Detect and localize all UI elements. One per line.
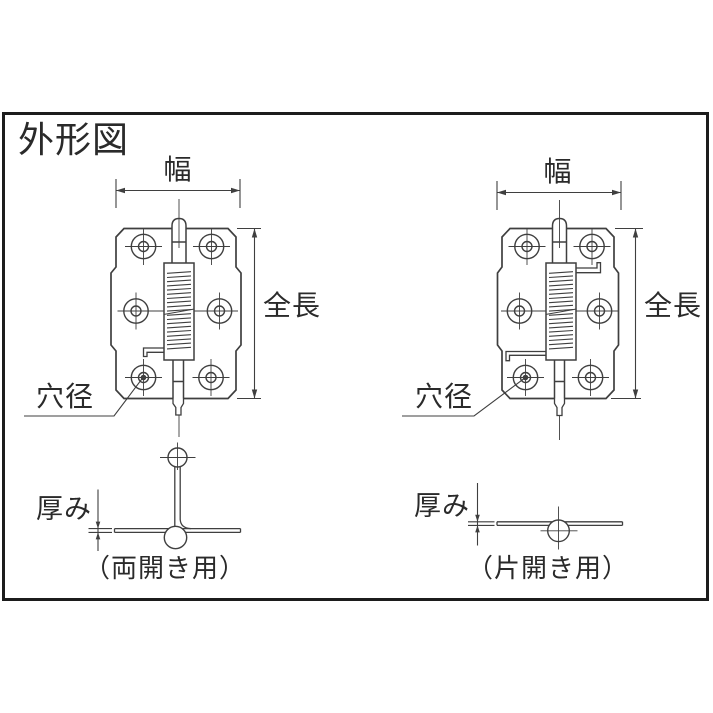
thickness-label-left: 厚み — [36, 494, 92, 524]
left-spring-break-line — [163, 308, 195, 316]
right-spring-break-line — [545, 308, 577, 316]
left-length-dimension — [237, 227, 261, 400]
drawing-border — [2, 112, 709, 601]
left-hinge-centerlines — [151, 199, 207, 437]
left-side-knuckle — [163, 525, 188, 550]
screw-hole — [573, 228, 611, 265]
right-width-dimension — [496, 181, 622, 210]
left-hinge-pin-shaft — [172, 360, 185, 399]
width-label-left: 幅 — [163, 154, 193, 185]
right-hinge-side-view — [496, 506, 624, 550]
left-width-dimension — [115, 179, 241, 208]
length-label-right: 全長 — [644, 290, 703, 321]
screw-hole — [201, 292, 238, 330]
width-label-right: 幅 — [543, 156, 573, 187]
left-hole-leader — [24, 374, 147, 417]
left-hinge-holes — [117, 228, 238, 396]
right-spring-hook-top — [576, 262, 602, 274]
left-thickness-dimension — [88, 489, 112, 551]
caption-single-action: （片開き用） — [466, 553, 630, 583]
length-label-left: 全長 — [263, 290, 322, 321]
left-spring-housing — [163, 262, 195, 361]
hole-diameter-label-right: 穴径 — [415, 381, 474, 412]
screw-hole — [117, 292, 155, 330]
left-spring-hook — [142, 347, 164, 358]
left-hinge-side-view — [113, 442, 242, 550]
left-hinge-leaf-outline — [110, 227, 173, 400]
right-hole-leader — [402, 374, 529, 417]
right-spring-hook-bottom — [505, 350, 546, 362]
right-hinge-pin-shaft — [553, 360, 566, 399]
screw-hole — [581, 292, 618, 330]
right-hinge-leaf-outline — [564, 227, 620, 400]
right-spring-coil — [548, 271, 574, 350]
screw-hole — [572, 359, 609, 396]
right-hinge-pin-tip — [553, 398, 566, 417]
left-spring-coil — [166, 271, 192, 350]
right-length-dimension — [611, 227, 643, 400]
right-thickness-dimension — [468, 483, 495, 546]
screw-hole — [125, 228, 162, 265]
right-spring-housing — [545, 262, 577, 361]
screw-hole — [193, 228, 230, 265]
hole-diameter-label-left: 穴径 — [36, 381, 95, 412]
left-hinge-leaf-outline — [183, 227, 242, 400]
page-title: 外形図 — [18, 119, 130, 160]
caption-double-action: （両開き用） — [83, 553, 247, 583]
left-hinge-pin-tip — [172, 398, 185, 416]
right-hinge-centerlines — [532, 200, 590, 440]
thickness-label-right: 厚み — [414, 491, 470, 521]
right-hinge-leaf-outline — [496, 227, 555, 400]
screw-hole — [501, 292, 538, 330]
screw-hole — [508, 228, 546, 265]
screw-hole — [192, 359, 230, 396]
left-hinge-front-view — [110, 199, 242, 437]
right-hinge-front-view — [496, 200, 620, 440]
